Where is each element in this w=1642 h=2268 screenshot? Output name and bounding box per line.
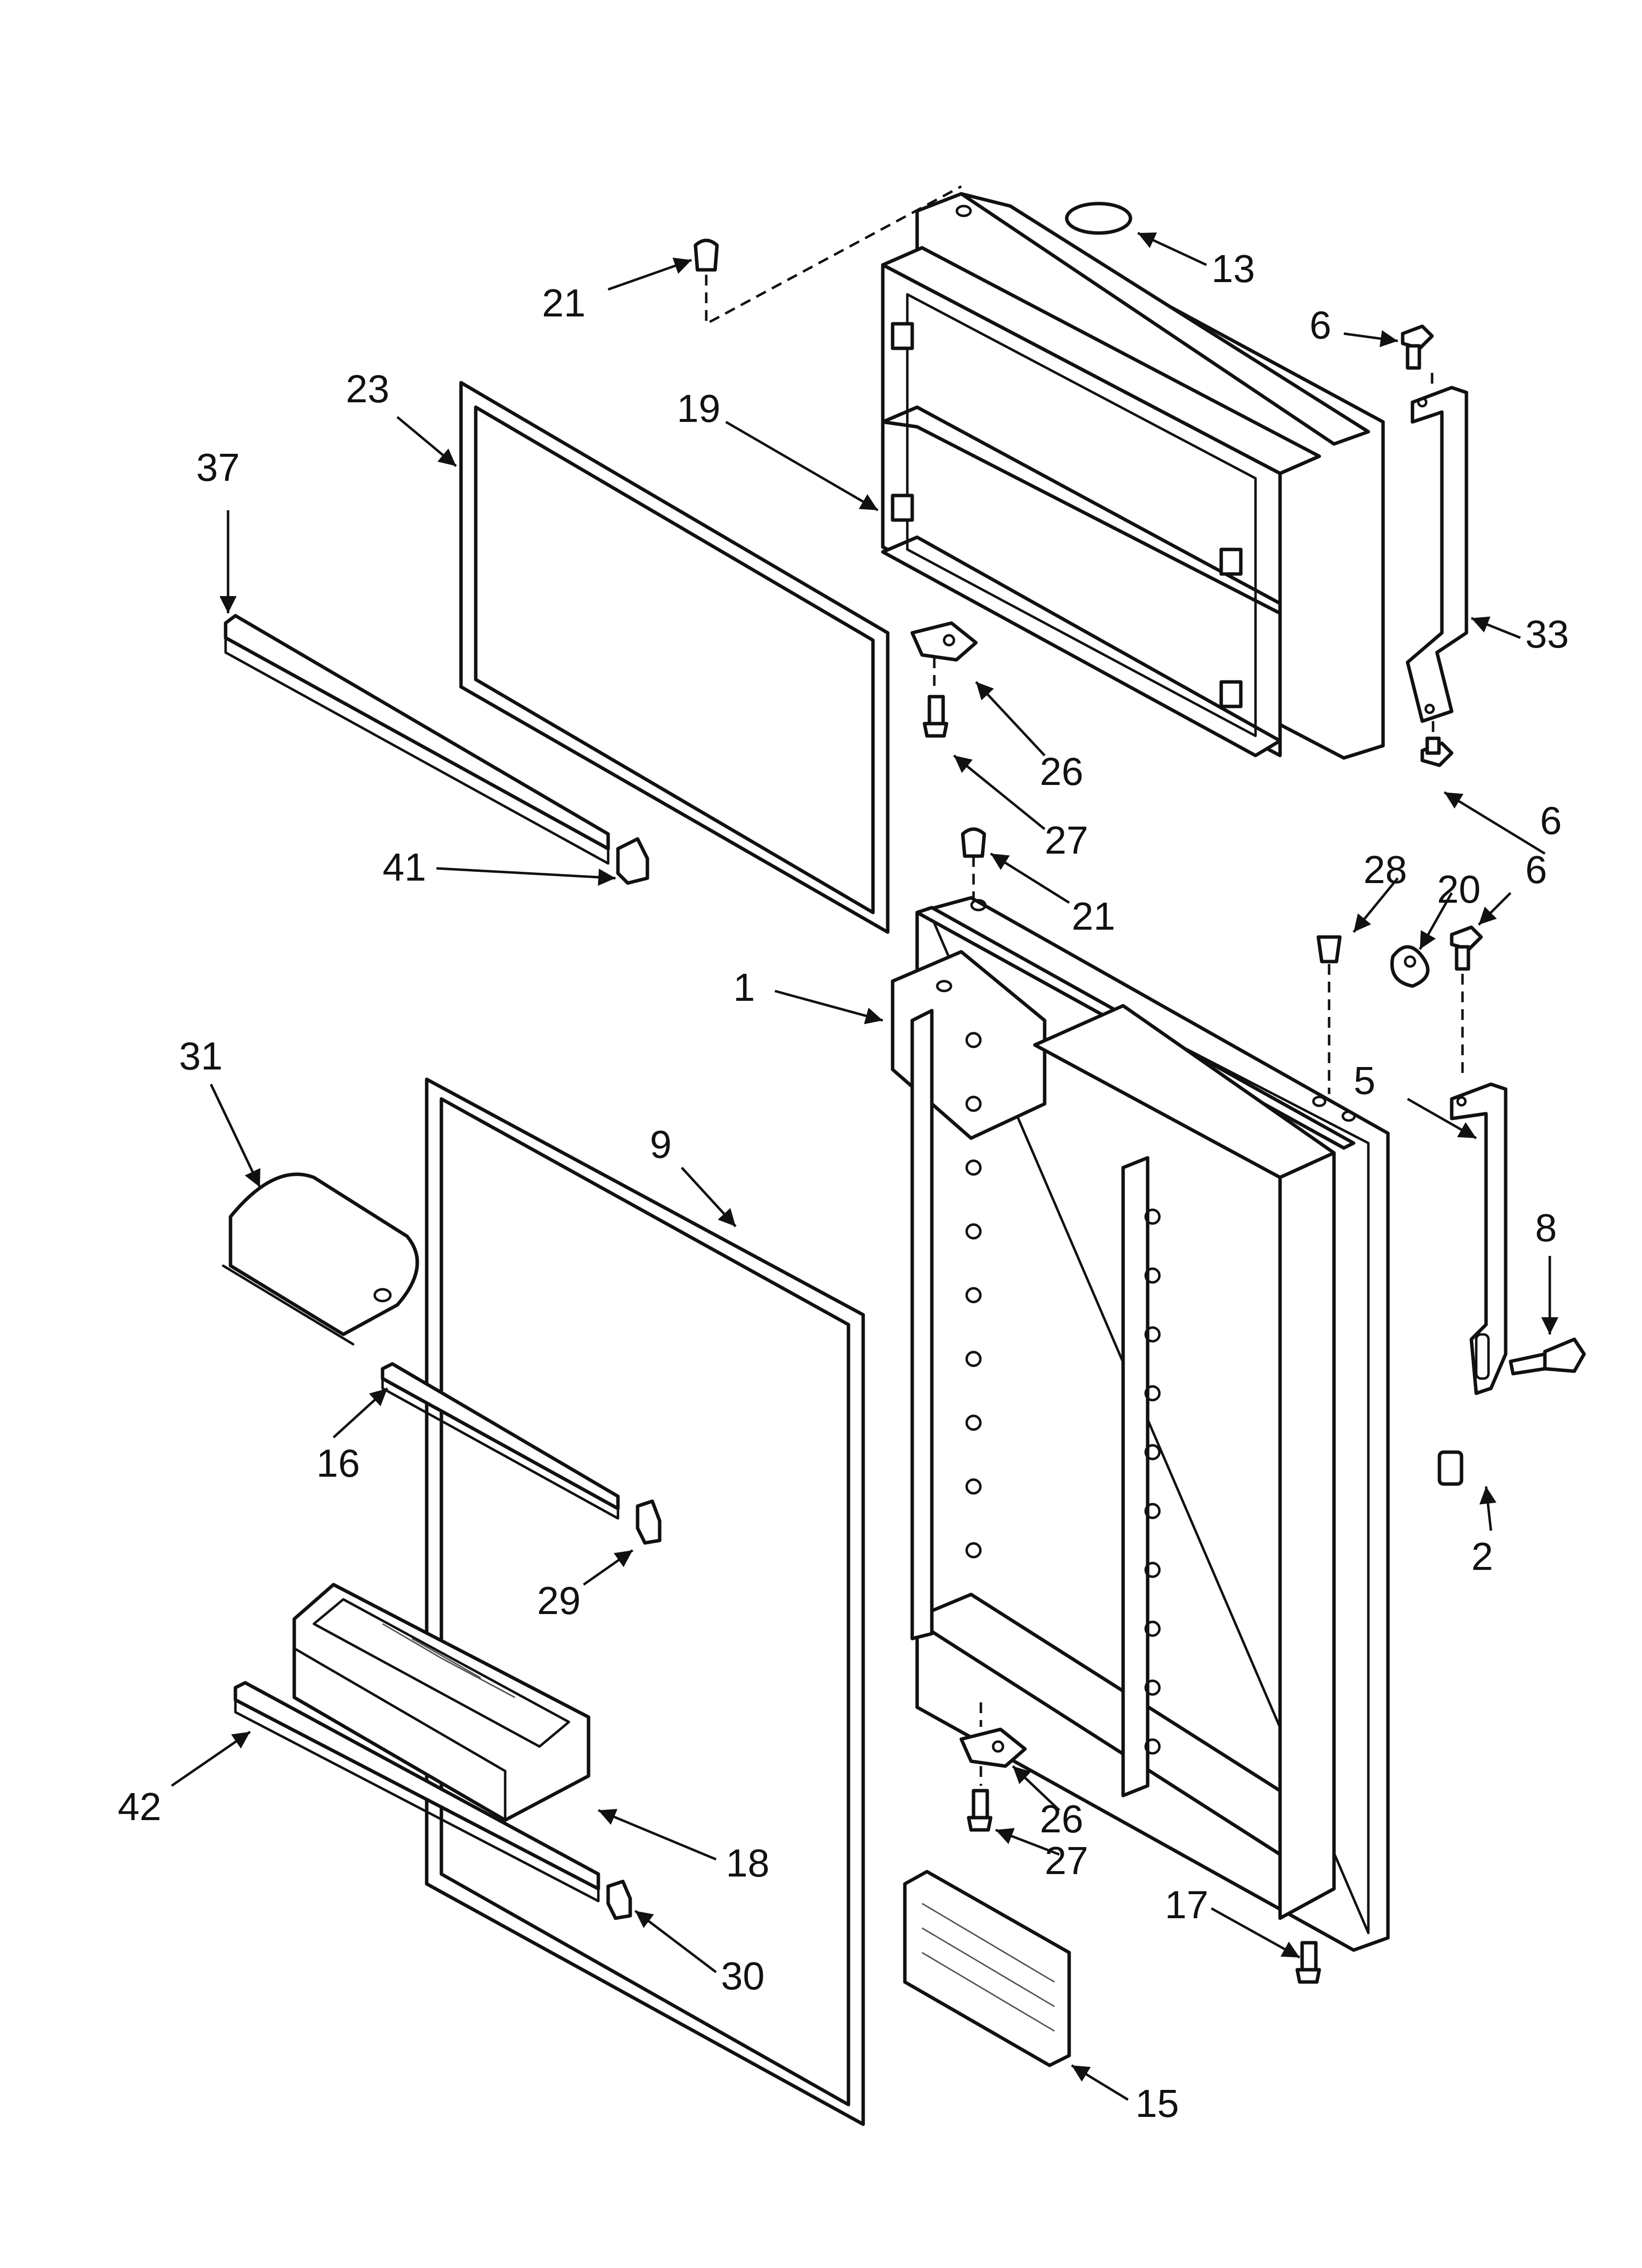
end-cap-30 bbox=[606, 1879, 632, 1920]
callout-27-lower: 27 bbox=[1045, 1839, 1088, 1882]
callout-31: 31 bbox=[179, 1034, 223, 1078]
upper-hinge-33 bbox=[1406, 386, 1468, 723]
callout-17: 17 bbox=[1165, 1883, 1208, 1927]
callout-37: 37 bbox=[196, 445, 240, 489]
grille-panel-15 bbox=[903, 1870, 1071, 2067]
callout-21-lower: 21 bbox=[1072, 894, 1115, 938]
freezer-door-liner bbox=[881, 192, 1385, 760]
door-stop-26-upper bbox=[910, 621, 978, 662]
callout-5: 5 bbox=[1354, 1059, 1376, 1102]
shelf-stud bbox=[1219, 547, 1243, 576]
callout-27-upper: 27 bbox=[1045, 818, 1088, 862]
callout-26-lower: 26 bbox=[1040, 1797, 1083, 1841]
shelf-trim-37 bbox=[224, 614, 610, 865]
callout-28: 28 bbox=[1363, 848, 1407, 891]
callout-9: 9 bbox=[650, 1122, 672, 1166]
callout-1: 1 bbox=[733, 965, 755, 1009]
callout-13: 13 bbox=[1211, 247, 1255, 290]
callout-labels: 21 13 6 19 23 37 33 26 27 6 41 21 28 20 … bbox=[118, 247, 1569, 2125]
callout-23: 23 bbox=[346, 367, 389, 411]
shelf-trim-16 bbox=[381, 1362, 620, 1520]
freezer-door-gasket-23 bbox=[459, 381, 890, 934]
shelf-trim-42 bbox=[233, 1681, 600, 1903]
hinge-cap-20 bbox=[1390, 945, 1430, 988]
alignment-lines bbox=[705, 185, 1464, 1786]
hinge-screw-6-mid bbox=[1420, 736, 1454, 767]
screw-27-lower bbox=[967, 1789, 993, 1832]
plug-28 bbox=[1316, 935, 1342, 964]
callout-18: 18 bbox=[726, 1841, 770, 1885]
hinge-pin-8 bbox=[1509, 1337, 1586, 1376]
callout-29: 29 bbox=[537, 1579, 581, 1622]
callout-2: 2 bbox=[1471, 1535, 1493, 1578]
callout-30: 30 bbox=[721, 1954, 765, 1998]
callout-33: 33 bbox=[1525, 612, 1569, 656]
callout-21-upper: 21 bbox=[542, 281, 586, 325]
callout-20: 20 bbox=[1437, 867, 1481, 911]
screw-17 bbox=[1295, 1941, 1321, 1984]
screw-27-upper bbox=[923, 695, 949, 738]
fresh-food-door-liner bbox=[891, 896, 1390, 1952]
end-cap-29 bbox=[636, 1499, 662, 1545]
callout-19: 19 bbox=[677, 387, 720, 430]
leader-lines bbox=[171, 232, 1559, 2101]
callout-15: 15 bbox=[1135, 2082, 1179, 2125]
shelf-stud bbox=[1219, 680, 1243, 708]
callout-16: 16 bbox=[316, 1441, 360, 1485]
callout-6-lower: 6 bbox=[1540, 799, 1562, 842]
callout-6-upper: 6 bbox=[1309, 303, 1332, 347]
lower-hinge-5 bbox=[1450, 1082, 1508, 1395]
door-liner-studs bbox=[965, 1032, 1161, 1755]
plug-21-lower bbox=[961, 827, 986, 858]
end-cap-41 bbox=[616, 837, 649, 885]
hinge-screw-6-upper bbox=[1401, 324, 1434, 370]
plug-21-upper bbox=[693, 238, 719, 272]
hinge-bushing-2 bbox=[1437, 1450, 1463, 1486]
callout-8: 8 bbox=[1535, 1206, 1557, 1250]
shelf-stud bbox=[891, 322, 914, 350]
plug-13 bbox=[1065, 202, 1132, 235]
fresh-food-door-gasket-9 bbox=[425, 1077, 865, 2126]
hinge-screw-6-lower bbox=[1450, 925, 1483, 971]
dairy-door-31 bbox=[222, 1173, 419, 1346]
callout-41: 41 bbox=[383, 845, 426, 889]
door-bin-18 bbox=[292, 1583, 590, 1822]
callout-42: 42 bbox=[118, 1785, 161, 1828]
callout-26-upper: 26 bbox=[1040, 750, 1083, 793]
shelf-stud bbox=[891, 494, 914, 522]
callout-6-hinge: 6 bbox=[1525, 848, 1547, 891]
door-stop-26-lower bbox=[959, 1727, 1027, 1768]
